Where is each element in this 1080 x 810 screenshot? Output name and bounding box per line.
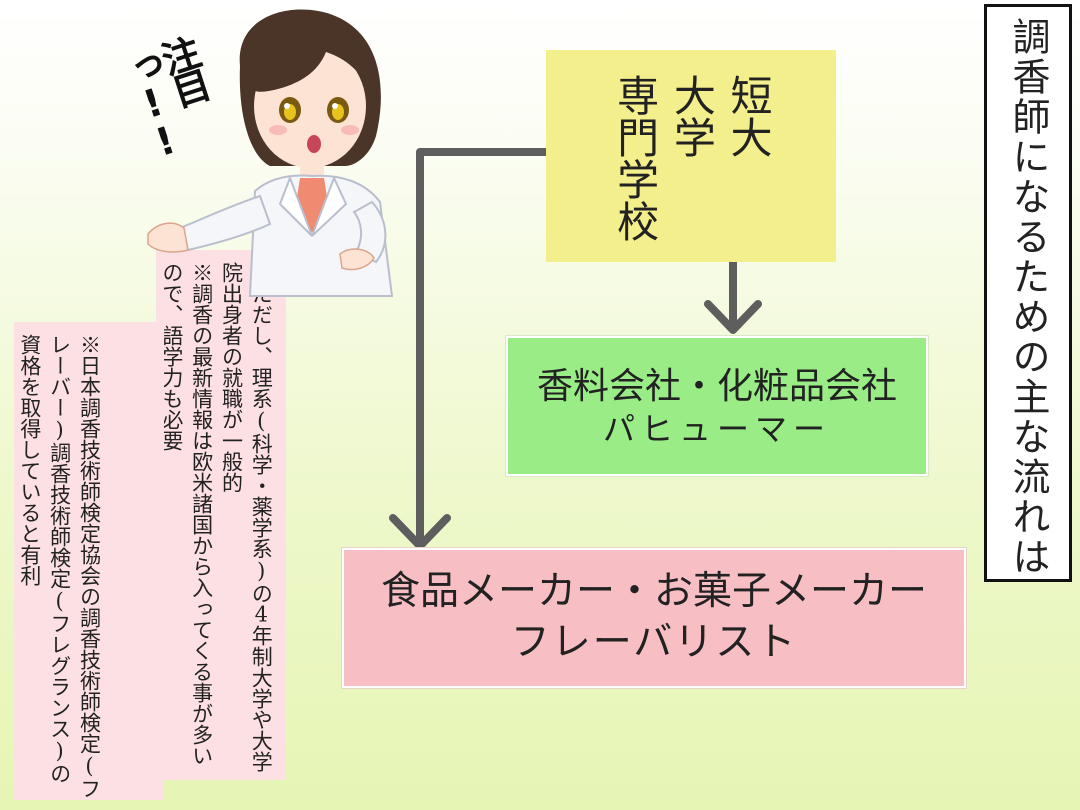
- school-list: 短大 大学 専門学校: [606, 50, 776, 264]
- arrow-school-to-food: [416, 148, 546, 540]
- diagram-title: 調香師になるための主な流れは: [1006, 17, 1050, 577]
- note-university-language: ※ただし、理系(科学・薬学系)の4年制大学や大学院出身者の就職が一般的 ※調香の…: [156, 250, 286, 780]
- perfume-company-box: 香料会社・化粧品会社 パヒューマー: [506, 336, 928, 476]
- perfume-company-label: 香料会社・化粧品会社: [536, 365, 897, 407]
- flavorist-label: フレーバリスト: [510, 620, 798, 665]
- note-certification: ※日本調香技術師検定協会の調香技術師検定(フレーバー)調香技術師検定(フレグラン…: [14, 322, 164, 800]
- note-certification-text: ※日本調香技術師検定協会の調香技術師検定(フレーバー)調香技術師検定(フレグラン…: [17, 334, 102, 799]
- school-junior-college: 短大: [724, 74, 774, 158]
- note-language: ※調香の最新情報は欧米諸国から入ってくる事が多いので、語学力も必要: [159, 262, 214, 766]
- note-university: ※ただし、理系(科学・薬学系)の4年制大学や大学院出身者の就職が一般的: [219, 262, 274, 772]
- arrowhead-perfume: [704, 300, 762, 334]
- school-vocational: 専門学校: [610, 74, 660, 242]
- school-box: 短大 大学 専門学校: [546, 50, 836, 262]
- perfumer-label: パヒューマー: [602, 409, 831, 448]
- school-university: 大学: [667, 74, 717, 158]
- title-box: 調香師になるための主な流れは: [984, 4, 1072, 582]
- character-illustration: [147, 9, 394, 297]
- exclamation-lettering: 注目っ!!: [114, 31, 214, 166]
- food-company-label: 食品メーカー・お菓子メーカー: [380, 569, 927, 615]
- food-company-box: 食品メーカー・お菓子メーカー フレーバリスト: [342, 548, 966, 688]
- arrowhead-food: [389, 514, 451, 550]
